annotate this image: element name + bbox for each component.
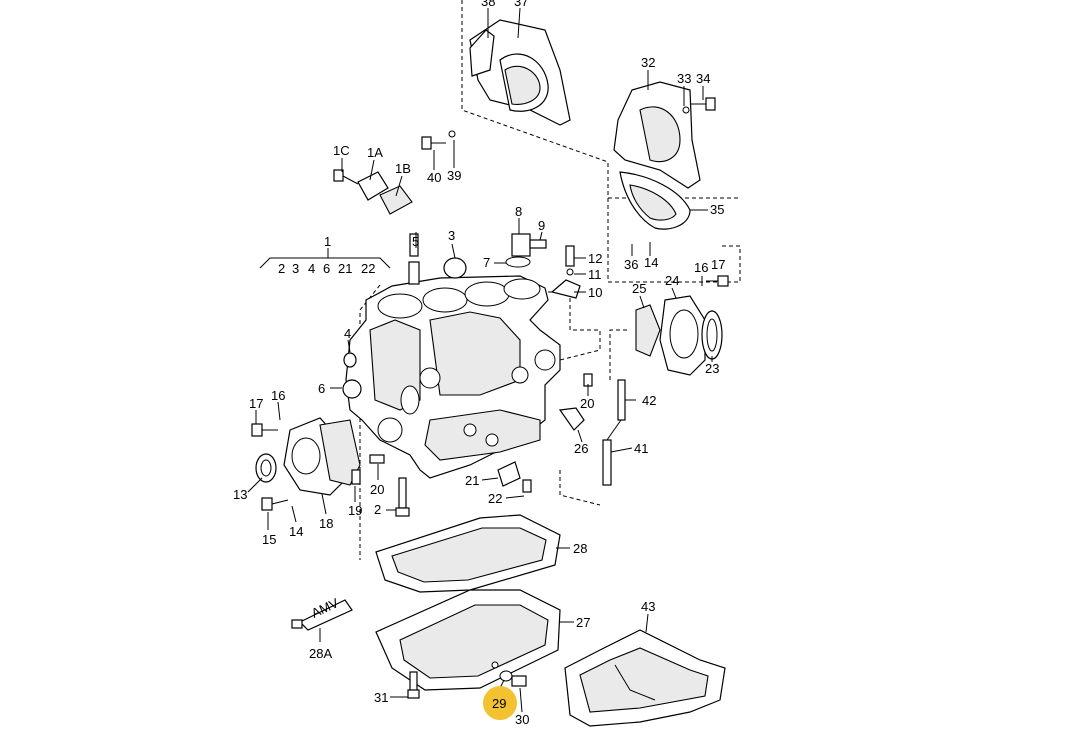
label-group-22: 22 [361,261,375,276]
cover-bracket-38 [469,29,495,77]
leader-lines [247,7,713,713]
label-4: 4 [344,326,351,341]
label-19: 19 [348,503,362,518]
label-21: 21 [465,473,479,488]
label-31: 31 [374,690,388,705]
label-38: 38 [481,0,495,9]
cover-35 [619,171,691,230]
bolt-15 [261,497,289,511]
label-16-top: 16 [694,260,708,275]
dipstick-guide-41 [602,379,626,486]
bolt-17-top [706,275,729,287]
oil-pan-27 [375,589,561,691]
label-37: 37 [514,0,528,9]
label-13: 13 [233,487,247,502]
label-35: 35 [710,202,724,217]
label-11: 11 [588,267,602,282]
sleeve-5 [408,261,420,285]
plug-20-left [369,454,385,464]
drain-plug-30 [499,670,527,687]
label-40: 40 [427,170,441,185]
breather-1A [333,169,413,215]
cylinder-block [345,275,561,479]
label-41: 41 [634,441,648,456]
label-9: 9 [538,218,545,233]
bolt-17-left [251,423,278,437]
sealant-tube-28A: AMV [291,595,353,631]
label-30: 30 [515,712,529,727]
bolt-31 [407,671,420,699]
label-22: 22 [488,491,502,506]
fitting-8 [505,233,547,268]
highlight-marker [483,686,517,720]
dowel-5 [409,233,419,257]
label-42: 42 [642,393,656,408]
label-12: 12 [588,251,602,266]
label-33: 33 [677,71,691,86]
label-14-left: 14 [289,524,303,539]
plug-4 [343,352,357,368]
label-14-top: 14 [644,255,658,270]
label-18: 18 [319,516,333,531]
label-5: 5 [412,234,419,249]
oil-pan-gasket-28 [375,514,561,593]
bolt-34 [682,97,716,114]
label-32: 32 [641,55,655,70]
label-17-top: 17 [711,257,725,272]
label-group-3: 3 [292,261,299,276]
plug-6 [342,379,362,399]
label-20-left: 20 [370,482,384,497]
label-39: 39 [447,168,461,183]
gasket-25 [635,304,661,357]
label-27: 27 [576,615,590,630]
label-28A: 28A [309,646,332,661]
label-24: 24 [665,273,679,288]
label-8: 8 [515,204,522,219]
bracket-10 [550,245,581,299]
label-29: 29 [492,696,506,711]
label-3: 3 [448,228,455,243]
label-25: 25 [632,281,646,296]
part-labels: 38 37 32 33 34 1C 1A 1B 40 39 35 1 2 3 4… [233,0,725,727]
label-20-right: 20 [580,396,594,411]
lower-cover-43 [564,629,726,727]
front-flange-18 [283,417,361,496]
label-43: 43 [641,599,655,614]
timing-cover-32 [613,81,701,189]
label-group-21: 21 [338,261,352,276]
label-1A: 1A [367,145,383,160]
label-1: 1 [324,234,331,249]
bolt-2 [395,477,410,517]
bolt-40 [421,130,456,150]
label-group-2: 2 [278,261,285,276]
label-36: 36 [624,257,638,272]
label-group-6: 6 [323,261,330,276]
label-17-left: 17 [249,396,263,411]
seal-13 [255,453,277,483]
dowel-19 [351,469,361,485]
label-6: 6 [318,381,325,396]
label-28: 28 [573,541,587,556]
seal-3 [443,257,467,279]
label-1C: 1C [333,143,350,158]
label-26: 26 [574,441,588,456]
label-7: 7 [483,255,490,270]
label-10: 10 [588,285,602,300]
label-34: 34 [696,71,710,86]
label-15: 15 [262,532,276,547]
label-16-left: 16 [271,388,285,403]
rear-flange-24 [659,295,723,376]
label-1B: 1B [395,161,411,176]
bracket-26 [558,407,585,431]
oil-jet-21 [497,461,532,493]
timing-cover-37 [469,19,571,126]
label-2: 2 [374,502,381,517]
label-group-4: 4 [308,261,315,276]
label-23: 23 [705,361,719,376]
